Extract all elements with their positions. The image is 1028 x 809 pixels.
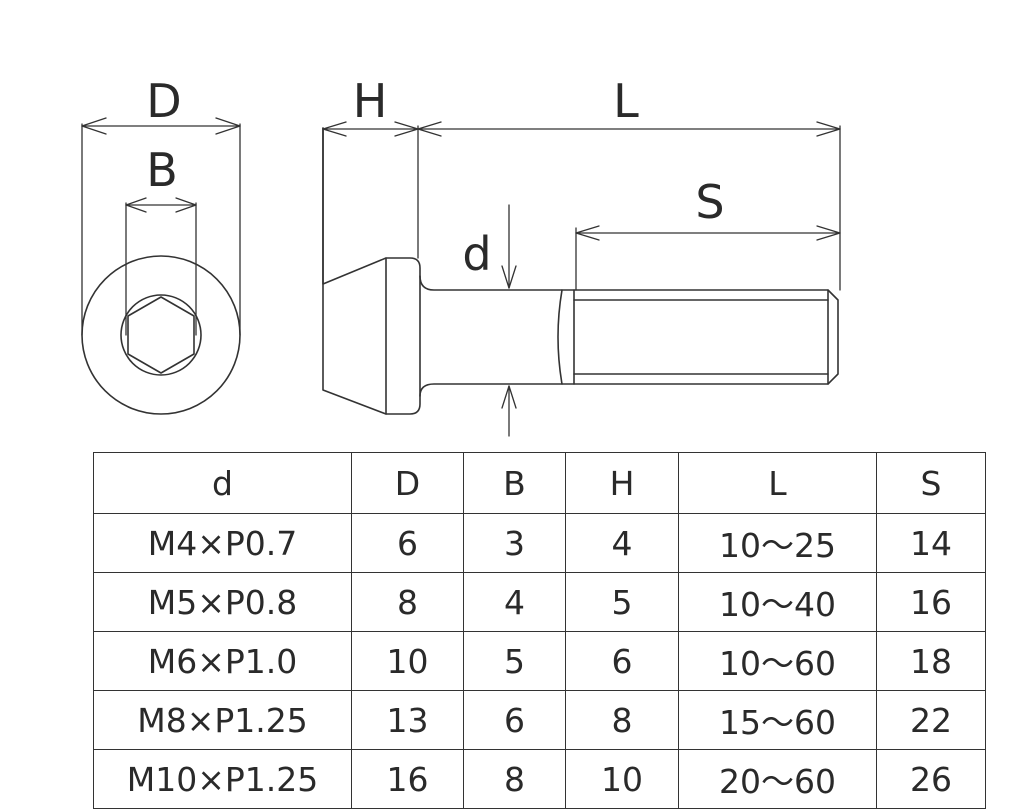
dimension-d-arrow-top [501,265,517,289]
hex-socket-icon [127,296,195,374]
column-header-D: D [351,452,464,514]
socket-circle [120,294,202,376]
table-row: M10×P1.25 16 8 10 20～60 26 [93,749,986,809]
cell-B: 6 [463,690,566,750]
dimension-D-arrow-right [215,117,241,135]
cell-d: M4×P0.7 [93,513,352,573]
cell-D: 10 [351,631,464,691]
cell-d: M10×P1.25 [93,749,352,809]
cell-S: 22 [876,690,986,750]
table-row: M6×P1.0 10 5 6 10～60 18 [93,631,986,691]
dimension-S-arrow-right [816,225,841,241]
dimension-L-arrow-right [816,121,841,137]
bolt-head [322,127,421,415]
cell-d: M6×P1.0 [93,631,352,691]
dimension-L-arrow-left [417,121,442,137]
end-view: D B [81,74,241,415]
cell-L: 20～60 [678,749,877,809]
bolt-shank-top [419,275,563,291]
cell-B: 8 [463,749,566,809]
cell-D: 13 [351,690,464,750]
label-D: D [146,74,181,128]
cell-B: 3 [463,513,566,573]
table-row: M8×P1.25 13 6 8 15～60 22 [93,690,986,750]
cell-L: 15～60 [678,690,877,750]
dimension-B-arrow-right [175,197,197,213]
bolt-shank-bottom [419,383,563,397]
column-header-S: S [876,452,986,514]
cell-L: 10～25 [678,513,877,573]
cell-d: M8×P1.25 [93,690,352,750]
cell-S: 16 [876,572,986,632]
cell-L: 10～40 [678,572,877,632]
cell-H: 5 [565,572,679,632]
cell-D: 16 [351,749,464,809]
dimension-d-arrow-bottom [501,385,517,409]
column-header-d: d [93,452,352,514]
label-B: B [146,143,178,197]
column-header-H: H [565,452,679,514]
bolt-dimension-drawing: D B H [81,74,841,437]
label-S: S [695,175,724,229]
cell-H: 10 [565,749,679,809]
cell-S: 18 [876,631,986,691]
cell-B: 5 [463,631,566,691]
table-row: M5×P0.8 8 4 5 10～40 16 [93,572,986,632]
table-header-row: d D B H L S [93,452,986,514]
dimension-S-arrow-left [575,225,600,241]
head-outer-circle [81,255,241,415]
table-row: M4×P0.7 6 3 4 10～25 14 [93,513,986,573]
cell-H: 6 [565,631,679,691]
label-L: L [613,74,639,128]
cell-B: 4 [463,572,566,632]
cell-D: 8 [351,572,464,632]
dimension-table: d D B H L S M4×P0.7 6 3 4 10～25 14 M5×P0… [93,452,986,809]
cell-d: M5×P0.8 [93,572,352,632]
column-header-B: B [463,452,566,514]
dimension-D-arrow-left [81,117,107,135]
label-H: H [353,74,388,128]
label-d: d [462,227,491,281]
cell-D: 6 [351,513,464,573]
cell-H: 8 [565,690,679,750]
dimension-H-arrow-left [322,121,347,137]
cell-H: 4 [565,513,679,573]
cell-S: 26 [876,749,986,809]
dimension-B-arrow-left [125,197,147,213]
cell-S: 14 [876,513,986,573]
side-view: H L S d [322,74,841,437]
column-header-L: L [678,452,877,514]
cell-L: 10～60 [678,631,877,691]
bolt-thread [557,289,839,385]
